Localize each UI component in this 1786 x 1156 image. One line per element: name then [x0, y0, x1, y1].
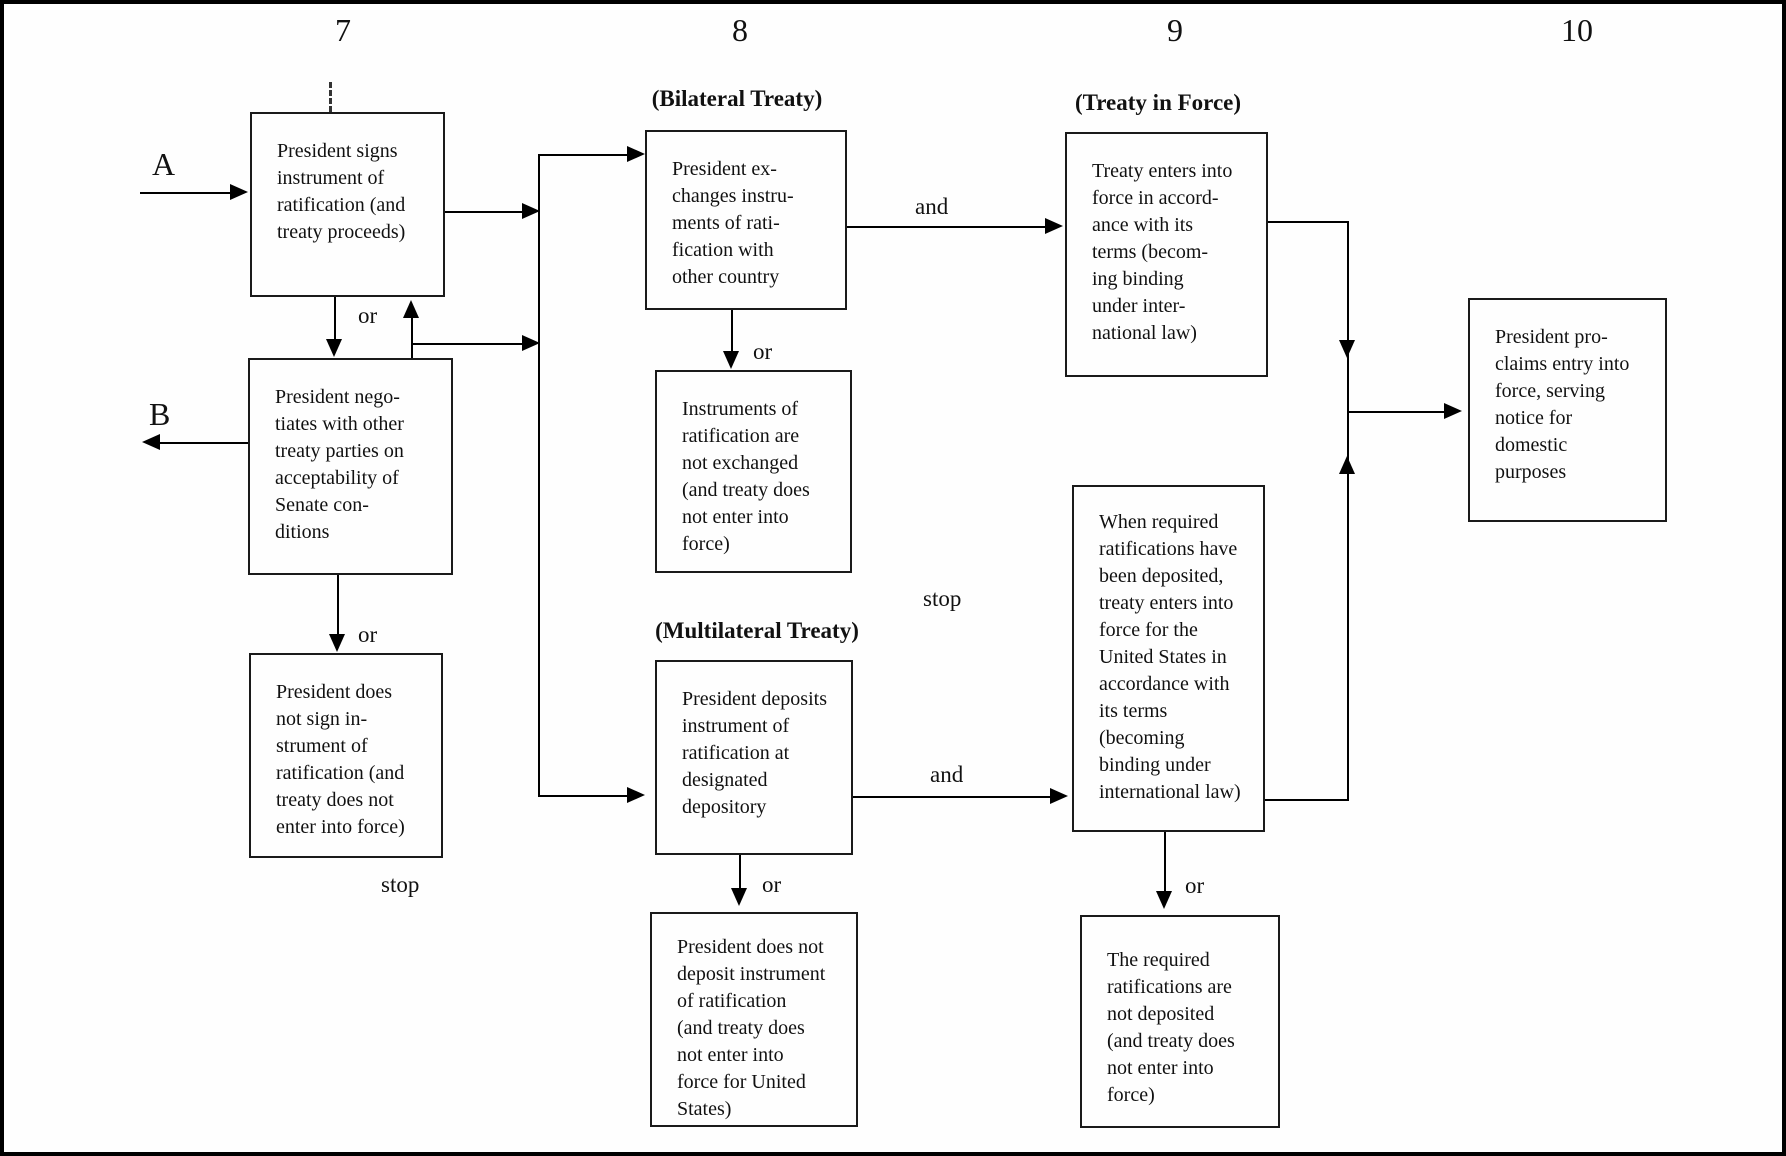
arrow-signs-to-trunk-head [522, 203, 540, 219]
arrow-deposits-to-notdeposit-head [731, 888, 747, 906]
column-number-10: 10 [1561, 12, 1593, 48]
trunk-up-head [1339, 456, 1355, 474]
box-when-required-ratifications-text: When required ratifications have been de… [1099, 511, 1241, 803]
title-multilateral-treaty: (Multilateral Treaty) [655, 618, 859, 643]
box-president-deposits: President deposits instrument of ratific… [655, 660, 853, 855]
box-treaty-enters-force: Treaty enters into force in accord- ance… [1065, 132, 1268, 377]
label-or-signs-negotiates: or [358, 303, 378, 328]
arrow-negotiates-to-signs-head [403, 300, 419, 318]
arrow-b-line [158, 442, 248, 444]
box-president-proclaims: President pro- claims entry into force, … [1468, 298, 1667, 522]
arrow-and-bilateral-line [847, 226, 1045, 228]
box-ratifications-not-deposited: The required ratifications are not depos… [1080, 915, 1280, 1128]
trunk-line-column7-8 [538, 154, 540, 797]
column-number-7: 7 [335, 12, 351, 48]
connector-label-b: B [149, 396, 171, 432]
arrow-trunk-to-bilateral-head [627, 146, 645, 162]
arrow-orjunction-to-trunk-head [522, 335, 540, 351]
label-stop-middle: stop [923, 586, 962, 611]
trunk-down-head [1339, 340, 1355, 358]
label-stop-notsign: stop [381, 872, 420, 897]
box-instruments-not-exchanged-text: Instruments of ratification are not exch… [682, 398, 810, 555]
box-ratifications-not-deposited-text: The required ratifications are not depos… [1107, 949, 1235, 1106]
arrow-exchanges-to-notexchanged-head [723, 351, 739, 369]
column-number-8: 8 [732, 12, 748, 48]
box-president-proclaims-text: President pro- claims entry into force, … [1495, 326, 1630, 483]
arrow-signs-to-negotiates-head [326, 339, 342, 357]
arrow-negotiates-to-signs-line [411, 316, 413, 358]
label-or-ratifications: or [1185, 873, 1205, 898]
box-president-signs: President signs instrument of ratificati… [250, 112, 445, 297]
box-president-does-not-sign: President does not sign in- strument of … [249, 653, 443, 858]
arrow-signs-to-negotiates-line [334, 297, 336, 340]
arrow-trunk-to-multilateral-head [627, 787, 645, 803]
box-president-exchanges-text: President ex- changes instru- ments of r… [672, 158, 794, 288]
box-president-does-not-sign-text: President does not sign in- strument of … [276, 681, 405, 838]
arrow-deposits-to-notdeposit-line [739, 855, 741, 889]
arrow-trunk-to-proclaims-line [1347, 411, 1444, 413]
arrow-whenrequired-to-notdeposited-line [1164, 832, 1166, 892]
arrow-and-multilateral-line [853, 796, 1050, 798]
arrow-exchanges-to-notexchanged-line [731, 310, 733, 352]
arrow-trunk-to-multilateral-line [538, 795, 627, 797]
connector-entersforce-to-trunk [1268, 221, 1349, 223]
box-president-does-not-deposit-text: President does not deposit instrument of… [677, 936, 826, 1120]
arrow-a-line [140, 192, 232, 194]
box-treaty-enters-force-text: Treaty enters into force in accord- ance… [1092, 160, 1233, 344]
arrow-signs-to-trunk-line [445, 211, 524, 213]
dangling-connector-above-signs [329, 82, 332, 112]
arrow-negotiates-to-notsign-head [329, 634, 345, 652]
label-or-multilateral: or [762, 872, 782, 897]
box-president-deposits-text: President deposits instrument of ratific… [682, 688, 827, 818]
label-or-negotiates-notsign: or [358, 622, 378, 647]
box-president-negotiates-text: President nego- tiates with other treaty… [275, 386, 404, 543]
arrow-trunk-to-bilateral-line [538, 154, 627, 156]
box-president-negotiates: President nego- tiates with other treaty… [248, 358, 453, 575]
box-president-exchanges: President ex- changes instru- ments of r… [645, 130, 847, 310]
arrow-and-bilateral-head [1045, 218, 1063, 234]
arrow-whenrequired-to-notdeposited-head [1156, 891, 1172, 909]
title-treaty-in-force: (Treaty in Force) [1074, 90, 1242, 115]
arrow-and-multilateral-head [1050, 788, 1068, 804]
arrow-trunk-to-proclaims-head [1444, 403, 1462, 419]
box-instruments-not-exchanged: Instruments of ratification are not exch… [655, 370, 852, 573]
trunk-line-column9-10 [1347, 221, 1349, 801]
arrow-negotiates-to-notsign-line [337, 575, 339, 635]
box-president-signs-text: President signs instrument of ratificati… [277, 140, 406, 243]
arrow-a-head [230, 184, 248, 200]
box-president-does-not-deposit: President does not deposit instrument of… [650, 912, 858, 1127]
arrow-b-head [142, 434, 160, 450]
label-or-bilateral: or [753, 339, 773, 364]
connector-label-a: A [152, 146, 176, 182]
arrow-orjunction-to-trunk-line [412, 343, 522, 345]
label-and-multilateral: and [930, 762, 964, 787]
connector-whenrequired-to-trunk [1265, 799, 1349, 801]
label-and-bilateral: and [915, 194, 949, 219]
column-number-9: 9 [1167, 12, 1183, 48]
box-when-required-ratifications: When required ratifications have been de… [1072, 485, 1265, 832]
title-bilateral-treaty: (Bilateral Treaty) [651, 86, 823, 111]
